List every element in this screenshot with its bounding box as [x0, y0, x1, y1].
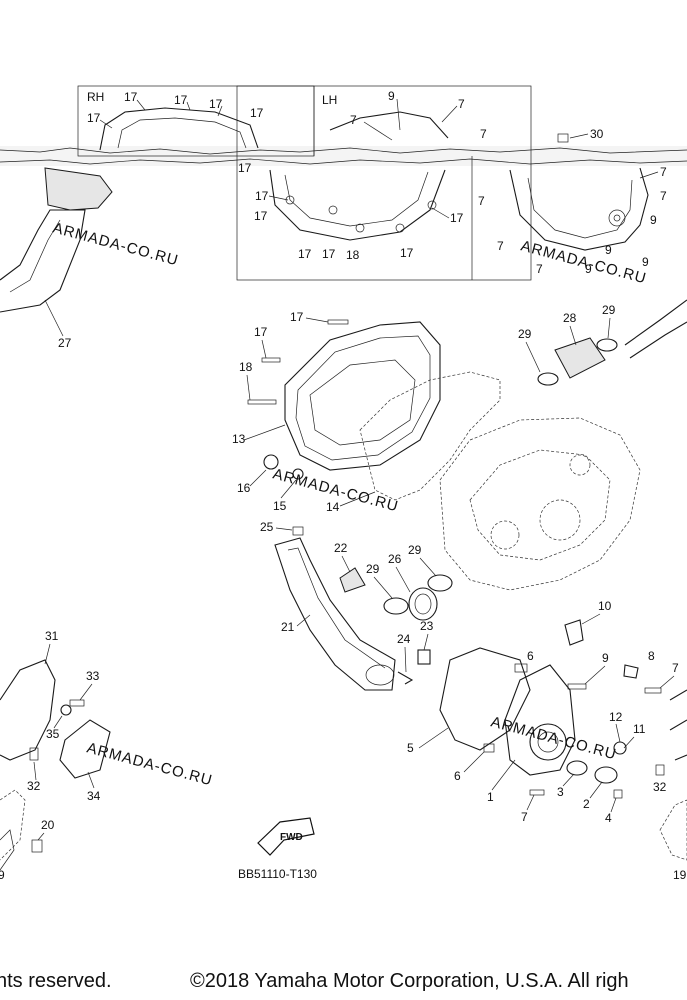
callout-23: 23: [420, 619, 434, 633]
lh-inset-box: LH 9 7 7 7 17 17 17 17 18 17 17: [236, 85, 532, 281]
right-label-9: 9: [650, 213, 657, 227]
callout-17: 17: [290, 310, 304, 324]
callout-10: 10: [598, 599, 612, 613]
callout-32: 32: [653, 780, 667, 794]
left-cover-part-31: 31 33 35 32 34 20 9: [0, 629, 111, 882]
callout-4: 4: [605, 811, 612, 825]
gasket-part-14: 14: [326, 371, 501, 514]
callout-18: 18: [239, 360, 253, 374]
right-label-9: 9: [605, 243, 612, 257]
rh-label-17: 17: [174, 93, 188, 107]
callout-15: 15: [273, 499, 287, 513]
rh-box-title: RH: [87, 90, 104, 104]
copyright-left-fragment: nts reserved.: [0, 970, 112, 992]
right-label-7: 7: [478, 194, 485, 208]
right-label-7: 7: [497, 239, 504, 253]
lh-box-title: LH: [322, 93, 337, 107]
small-parts-23-24: 23 24: [397, 619, 434, 685]
fwd-label: FWD: [280, 832, 303, 843]
fitting-parts-15-16: 16 15: [237, 454, 304, 513]
callout-7: 7: [521, 810, 528, 824]
rh-label-17: 17: [250, 106, 264, 120]
callout-29: 29: [366, 562, 380, 576]
drive-cover-part-5: 5 1 6 6 9 10 8 7 12 11 3 2 4 7: [407, 599, 687, 882]
callout-27: 27: [58, 336, 72, 350]
callout-35: 35: [46, 727, 60, 741]
duct-part-27: 27: [0, 167, 113, 350]
rh-inset-box: RH 17 17 17 17 17 17: [77, 85, 315, 175]
callout-9: 9: [602, 651, 609, 665]
lh-label-17: 17: [254, 209, 268, 223]
scan-noise-band: [0, 146, 687, 166]
rh-label-17: 17: [209, 97, 223, 111]
right-label-30: 30: [590, 127, 604, 141]
callout-32: 32: [27, 779, 41, 793]
diagram-code: BB51110-T130: [238, 867, 317, 881]
callout-26: 26: [388, 552, 402, 566]
callout-16: 16: [237, 481, 251, 495]
lh-label-7: 7: [350, 113, 357, 127]
callout-34: 34: [87, 789, 101, 803]
copyright-text: ©2018 Yamaha Motor Corporation, U.S.A. A…: [190, 970, 629, 992]
watermark: ARMADA-CO.RU: [85, 739, 215, 789]
callout-19: 19: [673, 868, 687, 882]
lh-label-7: 7: [480, 127, 487, 141]
engine-crankcase: [439, 417, 641, 591]
right-cover-inset: 30 7 7 7 7 9 9 9 9 7: [478, 127, 667, 276]
callout-29: 29: [518, 327, 532, 341]
callout-1: 1: [487, 790, 494, 804]
callout-7: 7: [672, 661, 679, 675]
fwd-arrow-icon: FWD: [257, 817, 315, 856]
clutch-cover-part-13: 13 17 17 18: [232, 310, 441, 471]
right-label-9: 9: [642, 255, 649, 269]
callout-6: 6: [527, 649, 534, 663]
right-label-7: 7: [536, 262, 543, 276]
rh-label-17: 17: [238, 161, 252, 175]
callout-33: 33: [86, 669, 100, 683]
lh-label-17: 17: [298, 247, 312, 261]
right-label-7: 7: [660, 165, 667, 179]
coupling-part-26: 26 29 29: [366, 543, 453, 621]
callout-29: 29: [602, 303, 616, 317]
intake-duct-part-21: 25 22 21: [260, 520, 396, 691]
callout-11: 11: [633, 722, 646, 736]
lh-label-17: 17: [322, 247, 336, 261]
callout-25: 25: [260, 520, 274, 534]
watermark: ARMADA-CO.RU: [51, 219, 181, 269]
callout-20: 20: [41, 818, 55, 832]
lh-label-17: 17: [450, 211, 464, 225]
callout-12: 12: [609, 710, 623, 724]
right-label-9: 9: [585, 262, 592, 276]
right-label-7: 7: [660, 189, 667, 203]
callout-13: 13: [232, 432, 246, 446]
lh-label-17: 17: [400, 246, 414, 260]
watermark: ARMADA-CO.RU: [489, 713, 619, 763]
callout-21: 21: [281, 620, 295, 634]
hose-part-28: 28 29 29: [518, 299, 687, 386]
callout-9: 9: [0, 868, 5, 882]
lh-label-9: 9: [388, 89, 395, 103]
callout-2: 2: [583, 797, 590, 811]
callout-6: 6: [454, 769, 461, 783]
callout-3: 3: [557, 785, 564, 799]
rh-label-17: 17: [124, 90, 138, 104]
callout-28: 28: [563, 311, 577, 325]
callout-5: 5: [407, 741, 414, 755]
callout-17: 17: [254, 325, 268, 339]
copyright-footer: nts reserved. ©2018 Yamaha Motor Corpora…: [0, 966, 687, 996]
callout-31: 31: [45, 629, 59, 643]
rh-label-17: 17: [87, 111, 101, 125]
callout-24: 24: [397, 632, 411, 646]
lh-label-18: 18: [346, 248, 360, 262]
callout-29: 29: [408, 543, 422, 557]
callout-22: 22: [334, 541, 348, 555]
callout-8: 8: [648, 649, 655, 663]
lh-label-7: 7: [458, 97, 465, 111]
callout-14: 14: [326, 500, 340, 514]
lh-label-17: 17: [255, 189, 269, 203]
